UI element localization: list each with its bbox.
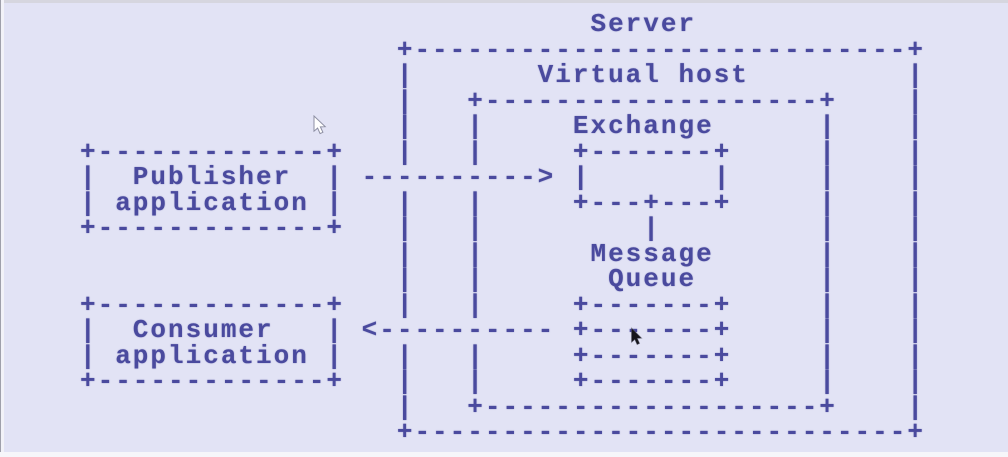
frame-edge-top [0, 0, 1008, 3]
frame-edge-bottom [0, 452, 1008, 457]
amqp-architecture-ascii-diagram: Server +----------------------------+ | … [80, 9, 925, 447]
frame-edge-left [0, 0, 4, 457]
